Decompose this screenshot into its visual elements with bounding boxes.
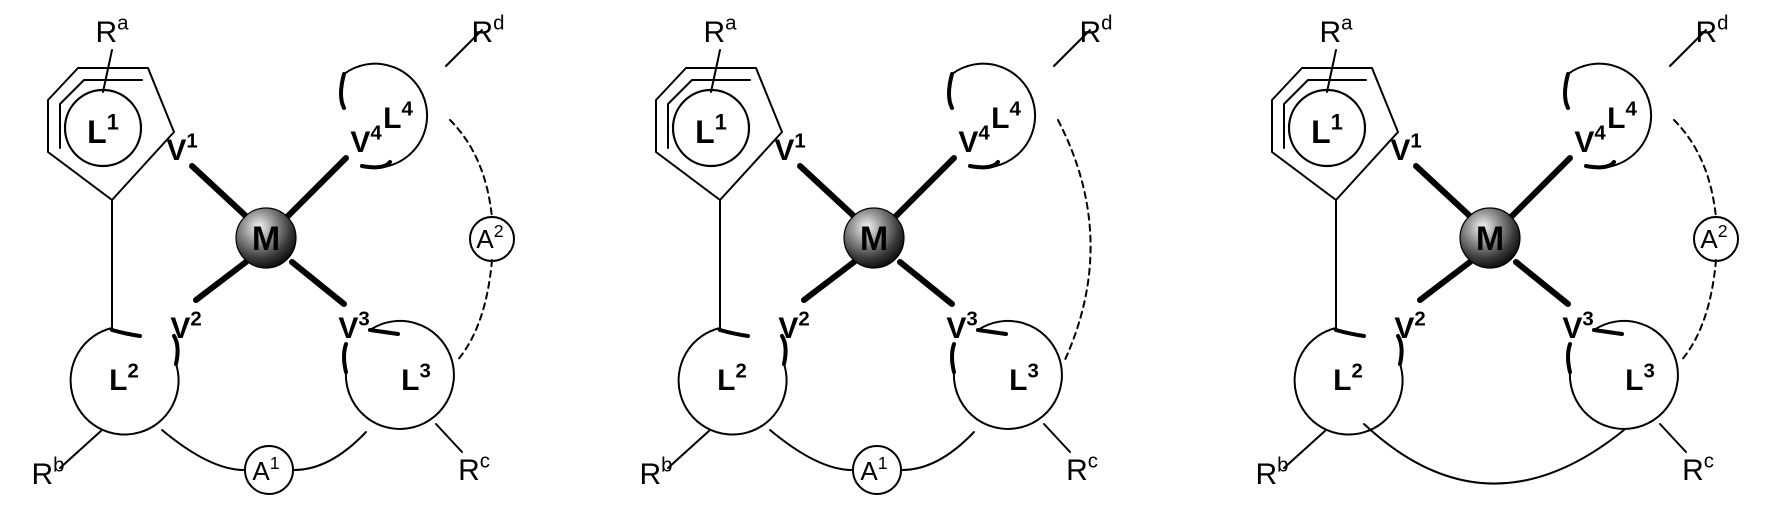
substituent-rc-label: Rc — [1066, 450, 1098, 487]
l2-v2-bond-a — [720, 330, 748, 336]
donor-v3-label: V3 — [338, 308, 369, 345]
metal-label: M — [860, 220, 888, 258]
bond-m-v4 — [1510, 158, 1570, 218]
ra-bond — [1327, 50, 1336, 92]
donor-v4-label: V4 — [350, 122, 382, 159]
ligand-l4-label: L4 — [991, 98, 1021, 135]
bond-m-v1 — [192, 166, 248, 218]
l3-v3-bond-b — [952, 344, 954, 372]
substituent-rb-label: Rb — [31, 454, 64, 491]
substituent-ra-label: Ra — [703, 12, 737, 49]
l2-v2-bond-a — [1336, 330, 1364, 336]
bridge-l4-l3-dashed — [1058, 120, 1091, 362]
donor-v2-label: V2 — [1394, 308, 1425, 345]
substituent-ra-label: Ra — [1319, 12, 1353, 49]
rc-bond — [1660, 424, 1686, 452]
l4-v4-bond-a — [341, 74, 344, 108]
substituent-rc-label: Rc — [1682, 450, 1714, 487]
ligand-l4-label: L4 — [383, 98, 413, 135]
ligand-l4-label: L4 — [1607, 98, 1637, 135]
l3-v3-bond-a — [1594, 330, 1622, 334]
rb-bond — [60, 430, 102, 468]
l4-v4-bond-b — [1586, 162, 1614, 167]
structure-1: L1 RaV1M L4V4 RdL2 V2Rb L3 V3Rc A1 A2 — [31, 12, 514, 494]
substituent-ra-label: Ra — [95, 12, 129, 49]
ra-bond — [711, 50, 720, 92]
ra-bond — [103, 50, 112, 92]
bond-m-v2 — [196, 262, 246, 300]
bridge-a1-right — [294, 432, 366, 470]
substituent-rb-label: Rb — [639, 454, 672, 491]
l3-v3-bond-b — [344, 344, 346, 372]
donor-v4-label: V4 — [958, 122, 990, 159]
substituent-rd-label: Rd — [1695, 12, 1728, 49]
ligand-l3-ring — [1570, 321, 1678, 429]
bridge-a2-top — [450, 120, 492, 218]
l3-v3-bond-a — [978, 330, 1006, 334]
bond-m-v3 — [1516, 262, 1568, 304]
donor-v4-label: V4 — [1574, 122, 1606, 159]
substituent-rd-label: Rd — [1079, 12, 1112, 49]
bridge-l2-l3-direct — [1364, 424, 1624, 484]
bond-m-v3 — [292, 262, 344, 304]
bridge-a1-left — [770, 430, 852, 470]
ligand-l1-label: L1 — [695, 110, 727, 150]
ligand-l2-label: L2 — [109, 360, 139, 397]
bridge-a1-label: A1 — [860, 453, 887, 486]
metal-label: M — [1476, 220, 1504, 258]
donor-v3-label: V3 — [946, 308, 977, 345]
ligand-l3-ring — [346, 321, 454, 429]
donor-v1-label: V1 — [166, 130, 197, 167]
structure-2: L1 RaV1M L4V4 RdL2 V2Rb L3 V3Rc A1 — [639, 12, 1112, 494]
bond-m-v1 — [1416, 166, 1472, 218]
rc-bond — [1044, 424, 1070, 452]
bridge-a1-left — [162, 430, 244, 470]
donor-v1-label: V1 — [1390, 130, 1421, 167]
ligand-l3-label: L3 — [401, 360, 431, 397]
bridge-a2-bottom — [456, 260, 492, 362]
bond-m-v2 — [1420, 262, 1470, 300]
bond-m-v1 — [800, 166, 856, 218]
l4-v4-bond-b — [362, 162, 390, 167]
bond-m-v4 — [286, 158, 346, 218]
bond-m-v4 — [894, 158, 954, 218]
l2-v2-bond-a — [112, 330, 140, 336]
l3-v3-bond-a — [370, 330, 398, 334]
rc-bond — [436, 424, 462, 452]
donor-v3-label: V3 — [1562, 308, 1593, 345]
l4-v4-bond-a — [949, 74, 952, 108]
metal-label: M — [252, 220, 280, 258]
bridge-a1-right — [902, 432, 974, 470]
l3-v3-bond-b — [1568, 344, 1570, 372]
bond-m-v3 — [900, 262, 952, 304]
l4-v4-bond-b — [970, 162, 998, 167]
ligand-l1-label: L1 — [87, 110, 119, 150]
donor-v2-label: V2 — [170, 308, 201, 345]
ligand-l2-label: L2 — [717, 360, 747, 397]
bridge-a2-label: A2 — [476, 221, 503, 254]
ligand-l3-ring — [954, 321, 1062, 429]
structure-3: L1 RaV1M L4V4 RdL2 V2Rb L3 V3Rc A2 — [1255, 12, 1738, 491]
ligand-l1-label: L1 — [1311, 110, 1343, 150]
bridge-a1-label: A1 — [252, 453, 279, 486]
substituent-rb-label: Rb — [1255, 454, 1288, 491]
donor-v2-label: V2 — [778, 308, 809, 345]
donor-v1-label: V1 — [774, 130, 805, 167]
l4-v4-bond-a — [1565, 74, 1568, 108]
bridge-a2-label: A2 — [1700, 221, 1727, 254]
rb-bond — [668, 430, 710, 468]
ligand-l2-label: L2 — [1333, 360, 1363, 397]
substituent-rd-label: Rd — [471, 12, 504, 49]
bridge-a2-top — [1674, 120, 1716, 218]
ligand-l3-label: L3 — [1009, 360, 1039, 397]
ligand-l3-label: L3 — [1625, 360, 1655, 397]
substituent-rc-label: Rc — [458, 450, 490, 487]
bond-m-v2 — [804, 262, 854, 300]
bridge-a2-bottom — [1680, 260, 1716, 362]
rb-bond — [1284, 430, 1326, 468]
